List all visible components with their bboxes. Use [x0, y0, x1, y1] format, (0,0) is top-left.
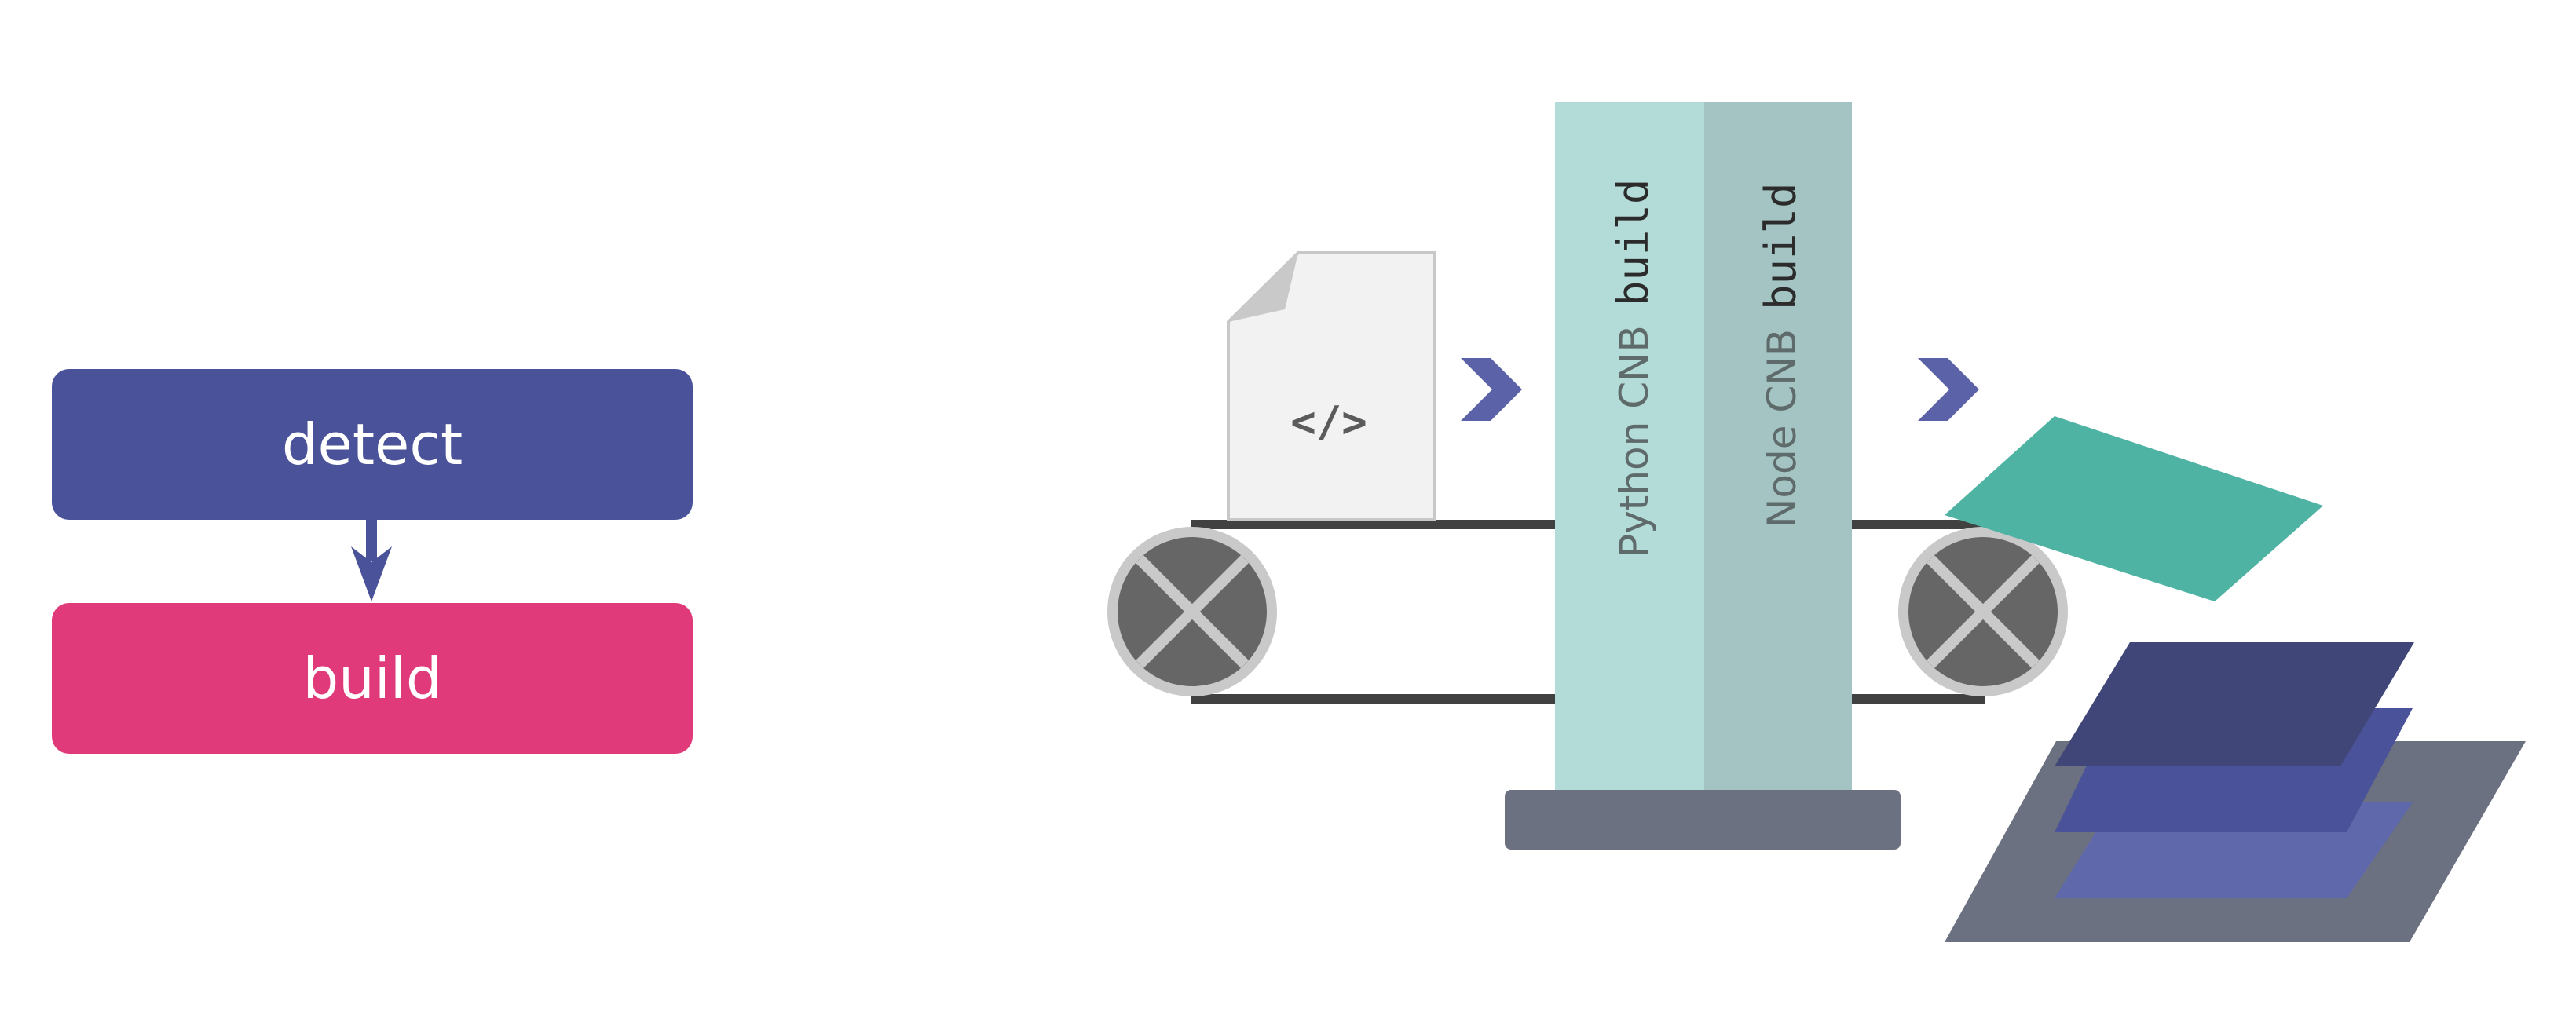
- node-cnb-label: Node CNB build: [1756, 182, 1806, 528]
- node-cnb-name: Node CNB: [1759, 329, 1805, 528]
- output-layer-teal: [1945, 416, 2323, 601]
- python-cnb-name: Python CNB: [1612, 325, 1657, 557]
- buildpack-base-plate: [1505, 790, 1901, 850]
- chevron-right-icon: [1461, 358, 1522, 421]
- detect-phase-box: detect: [52, 369, 693, 520]
- chevron-right-icon: [1918, 358, 1979, 421]
- arrow-head: [351, 546, 392, 601]
- python-cnb-block: [1555, 102, 1707, 790]
- document-fold: [1228, 253, 1298, 322]
- build-phase-label: build: [302, 645, 442, 711]
- left-gear: [1107, 527, 1277, 696]
- node-cnb-command: build: [1756, 182, 1806, 310]
- gear-spoke: [1136, 555, 1249, 668]
- image-layer-stack: [1945, 642, 2526, 942]
- code-file-icon: </>: [1290, 397, 1367, 447]
- layer-dark: [2055, 642, 2414, 766]
- node-cnb-column: Node CNB build: [1704, 102, 1852, 790]
- build-phase-box: build: [52, 603, 693, 754]
- detect-phase-label: detect: [281, 411, 463, 477]
- python-cnb-column: Python CNB build: [1555, 102, 1707, 790]
- source-code-document: </>: [1227, 251, 1436, 521]
- gear-spoke: [1927, 555, 2040, 668]
- python-cnb-label: Python CNB build: [1608, 179, 1658, 557]
- detect-to-build-arrow: [351, 520, 392, 601]
- arrow-shaft: [366, 520, 377, 561]
- python-cnb-command: build: [1608, 179, 1658, 307]
- node-cnb-block: [1704, 102, 1852, 790]
- right-gear: [1898, 527, 2068, 696]
